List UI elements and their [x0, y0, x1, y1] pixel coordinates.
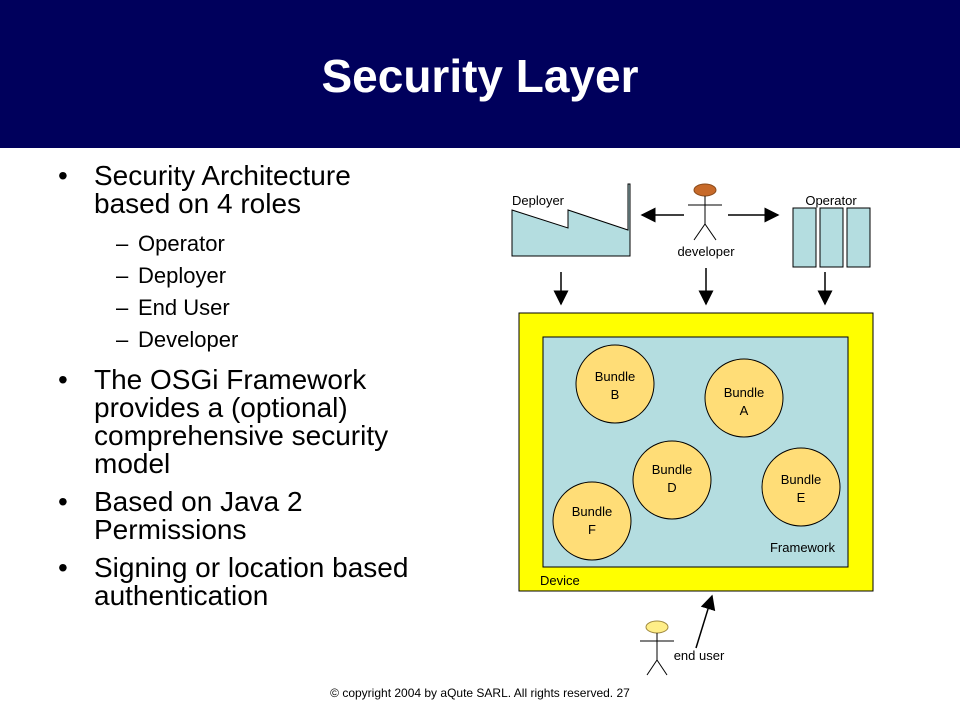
deployer-label: Deployer: [512, 193, 565, 208]
svg-text:Bundle: Bundle: [595, 369, 635, 384]
svg-text:F: F: [588, 522, 596, 537]
svg-text:D: D: [667, 480, 676, 495]
sub-bullet-text: End User: [138, 295, 230, 320]
svg-text:B: B: [611, 387, 620, 402]
sub-bullet-item: –Developer: [116, 327, 239, 352]
arrow-end-user-to-device: [695, 594, 716, 649]
sub-bullet-list: –Operator –Deployer –End User –Developer: [58, 228, 478, 356]
bundle-e: Bundle E: [761, 447, 841, 527]
sub-bullet-item: –End User: [116, 295, 230, 320]
bundle-a: Bundle A: [704, 358, 784, 438]
bullet-dot-icon: •: [58, 486, 68, 517]
svg-text:A: A: [740, 403, 749, 418]
svg-text:E: E: [797, 490, 806, 505]
bullet-dot-icon: •: [58, 552, 68, 583]
bundle-d: Bundle D: [632, 440, 712, 520]
svg-text:Bundle: Bundle: [781, 472, 821, 487]
bundle-f: Bundle F: [552, 481, 632, 561]
sub-bullet-item: –Deployer: [116, 263, 227, 288]
sub-bullet-item: –Operator: [116, 231, 225, 256]
developer-figure-icon: [688, 183, 722, 241]
factory-icon: [511, 183, 631, 257]
sub-bullet-text: Operator: [138, 231, 225, 256]
svg-text:Bundle: Bundle: [724, 385, 764, 400]
bundle-b: Bundle B: [575, 344, 655, 424]
operator-servers-icon: [792, 207, 871, 268]
operator-label: Operator: [805, 193, 857, 208]
title-banner: [0, 0, 960, 148]
svg-text:Bundle: Bundle: [652, 462, 692, 477]
developer-label: developer: [677, 244, 735, 259]
footer-copyright: © copyright 2004 by aQute SARL. All righ…: [330, 686, 630, 700]
bullet-dot-icon: •: [58, 364, 68, 395]
svg-text:Bundle: Bundle: [572, 504, 612, 519]
bullet-dot-icon: •: [58, 160, 68, 191]
framework-label: Framework: [770, 540, 836, 555]
sub-bullet-text: Developer: [138, 327, 239, 352]
sub-bullet-text: Deployer: [138, 263, 227, 288]
end-user-figure-icon: [640, 620, 674, 676]
end-user-label: end user: [674, 648, 725, 663]
device-label: Device: [540, 573, 580, 588]
slide-title: Security Layer: [321, 50, 639, 102]
